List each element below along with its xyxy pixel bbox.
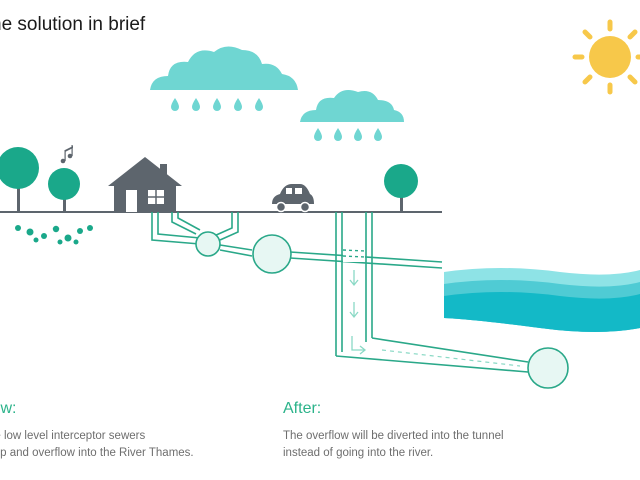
sun-icon <box>572 19 640 95</box>
after-description: The overflow will be diverted into the t… <box>283 428 504 462</box>
music-notes-icon <box>60 145 73 164</box>
now-description: he low level interceptor sewers l up and… <box>0 428 194 462</box>
car-icon <box>272 184 314 213</box>
after-description-line: instead of going into the river. <box>283 447 434 459</box>
flow-arrow-icon <box>349 270 367 355</box>
tunnel-pipe <box>335 337 529 373</box>
pipe-junction <box>195 231 221 257</box>
tree-icon <box>384 164 418 212</box>
now-description-line: he low level interceptor sewers <box>0 430 146 442</box>
river <box>444 268 640 332</box>
interceptor-chamber <box>252 234 292 274</box>
sewer-pipe <box>151 212 443 269</box>
rain-cloud-icon <box>300 90 404 141</box>
after-description-line: The overflow will be diverted into the t… <box>283 430 504 442</box>
page-title: he solution in brief <box>0 14 146 35</box>
rain-cloud-icon <box>150 46 298 111</box>
tree-icon <box>48 168 80 212</box>
now-description-line: l up and overflow into the River Thames. <box>0 447 194 459</box>
tunnel-storage-chamber <box>527 347 569 389</box>
tree-icon <box>0 147 39 212</box>
house-icon <box>108 157 182 212</box>
shrub-dots <box>15 225 93 245</box>
after-heading: After: <box>283 400 322 417</box>
now-heading: low: <box>0 400 17 417</box>
drop-shaft <box>335 212 373 356</box>
